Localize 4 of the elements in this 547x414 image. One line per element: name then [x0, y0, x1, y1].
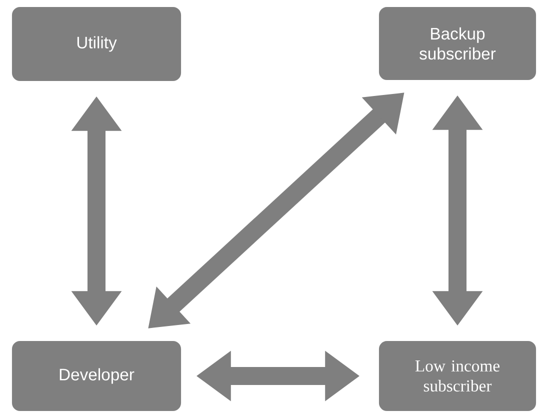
- process-box: Backup subscriber: [378, 6, 536, 80]
- process-box: Developer: [12, 341, 182, 411]
- process-box: Utility: [12, 7, 182, 81]
- process-box: Low income subscriber: [378, 341, 536, 411]
